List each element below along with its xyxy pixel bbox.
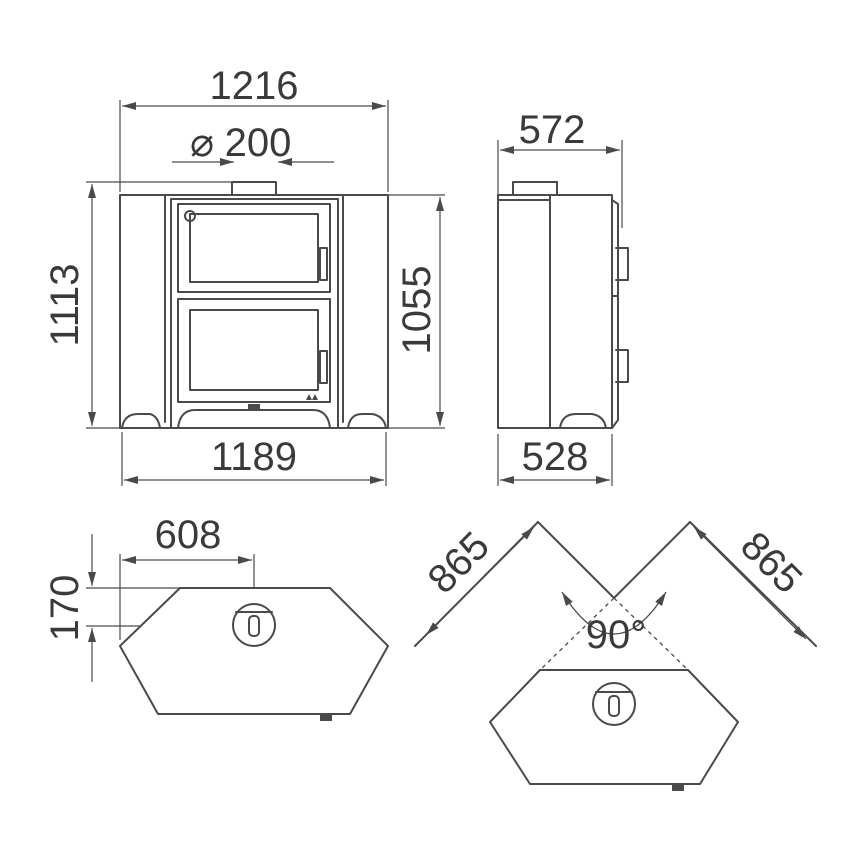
door-knob-icon bbox=[184, 210, 196, 222]
dim-wall-right-line bbox=[693, 526, 807, 640]
dim-body-height-label: 1055 bbox=[395, 266, 439, 355]
brand-logo-icon bbox=[306, 394, 318, 400]
dim-total-depth-label: 572 bbox=[519, 108, 586, 152]
dim-total-width-label: 1216 bbox=[210, 64, 299, 108]
corner-body-outline bbox=[489, 669, 739, 785]
upper-glass bbox=[189, 213, 319, 283]
corner-foot bbox=[672, 784, 684, 791]
upper-door bbox=[177, 203, 331, 293]
dim-flue-offset-x-label: 608 bbox=[155, 513, 222, 557]
dim-flue-diameter-label: 200 bbox=[225, 121, 292, 165]
top-body-outline bbox=[119, 587, 389, 715]
front-foot-right bbox=[347, 413, 387, 429]
side-handle-top bbox=[615, 247, 629, 281]
front-door-frame bbox=[170, 198, 339, 429]
side-door-profile bbox=[611, 199, 619, 429]
lower-door-handle bbox=[319, 350, 328, 384]
front-view: 1216 ⌀ 200 1113 1055 1189 bbox=[43, 64, 445, 486]
dim-base-width-label: 1189 bbox=[211, 435, 297, 479]
side-handle-bottom bbox=[615, 349, 629, 383]
upper-door-handle bbox=[319, 247, 328, 281]
corner-flue-slot bbox=[608, 695, 620, 717]
side-body bbox=[497, 194, 613, 429]
side-flue-collar bbox=[512, 181, 558, 197]
dim-wall-left-label: 865 bbox=[420, 524, 498, 602]
lower-glass bbox=[189, 309, 319, 391]
top-foot bbox=[320, 714, 332, 721]
dim-flue-diameter-symbol: ⌀ bbox=[190, 121, 214, 165]
ash-drawer bbox=[177, 409, 331, 429]
side-view: 572 528 bbox=[497, 108, 629, 486]
lower-door bbox=[177, 298, 331, 403]
top-flue-circle bbox=[232, 603, 276, 647]
dim-wall-right-label: 865 bbox=[732, 524, 810, 602]
front-foot-left bbox=[121, 413, 161, 429]
corner-flue-circle bbox=[592, 682, 636, 726]
angle-arc bbox=[561, 591, 667, 635]
corner-view: 865 865 90° bbox=[414, 521, 817, 791]
side-foot bbox=[559, 413, 607, 429]
dim-flue-offset-y-label: 170 bbox=[43, 575, 87, 642]
wall-inner-left bbox=[537, 521, 615, 599]
dim-wall-left-line bbox=[425, 526, 535, 636]
dim-total-height-label: 1113 bbox=[43, 263, 87, 346]
front-body bbox=[119, 194, 389, 429]
wall-inner-right bbox=[613, 521, 691, 599]
corner-angle-label: 90° bbox=[586, 613, 647, 657]
front-flue-collar bbox=[231, 181, 277, 197]
top-view: 608 170 bbox=[43, 513, 389, 721]
dim-base-depth-label: 528 bbox=[522, 435, 589, 479]
top-flue-slot bbox=[248, 615, 260, 637]
